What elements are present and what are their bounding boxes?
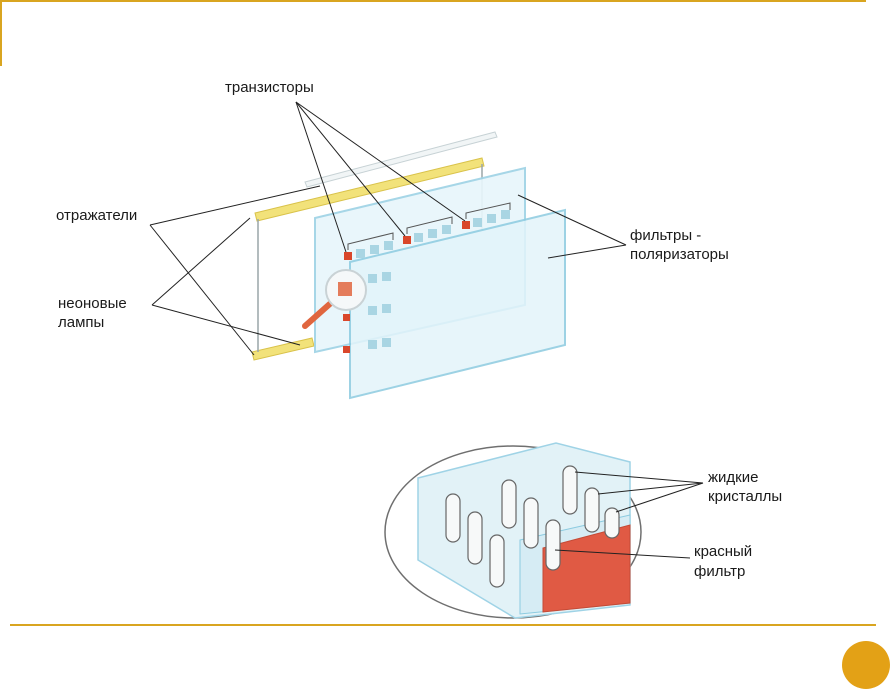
pixel-cell	[414, 233, 423, 242]
pixel-cell	[382, 304, 391, 313]
connector	[347, 232, 394, 250]
leader-lines-transistors	[295, 101, 466, 253]
pixel-cell	[501, 210, 510, 219]
liquid-crystal-capsules	[445, 465, 620, 588]
pixel-cell	[382, 338, 391, 347]
label-red-filter-line2: фильтр	[694, 563, 746, 580]
leader-lines-neon-lamps	[151, 217, 301, 346]
label-neon-lamps-line1: неоновые	[58, 295, 127, 312]
pixel-cell	[473, 218, 482, 227]
top-neon-lamp	[254, 157, 485, 222]
pixel-cell	[368, 274, 377, 283]
connector	[406, 216, 453, 234]
pixel-cell	[428, 229, 437, 238]
label-liquid-crystals-line1: жидкие	[708, 469, 759, 486]
pixel-cell	[368, 306, 377, 315]
transistor	[344, 252, 352, 260]
leader-line-red-filter	[554, 549, 691, 559]
magnifier-icon	[302, 269, 367, 329]
label-polarizers-line1: фильтры -	[630, 227, 702, 244]
red-filter-block	[542, 524, 631, 613]
label-liquid-crystals-line2: кристаллы	[708, 488, 783, 505]
transistor	[343, 346, 350, 353]
transistor	[403, 236, 411, 244]
pixel-cell	[370, 245, 379, 254]
transistor	[343, 314, 350, 321]
corner-circle	[842, 641, 890, 689]
pixel-cell	[442, 225, 451, 234]
transistor	[462, 221, 470, 229]
bottom-neon-lamp	[251, 337, 315, 361]
back-reflector	[304, 131, 498, 188]
label-transistors: транзисторы	[225, 79, 314, 96]
label-neon-lamps-line2: лампы	[58, 314, 105, 331]
top-accent-line	[0, 0, 866, 2]
leader-lines-liquid-crystals	[574, 471, 704, 513]
pixel-cell	[384, 241, 393, 250]
transistor-row	[343, 202, 511, 353]
pixel-cell	[382, 272, 391, 281]
zoom-circle	[384, 442, 642, 619]
pixel-cell	[487, 214, 496, 223]
connector	[465, 202, 511, 219]
label-polarizers-line2: поляризаторы	[630, 246, 729, 263]
pixel-cell	[368, 340, 377, 349]
label-red-filter-line1: красный	[694, 543, 753, 560]
left-accent-line	[0, 0, 2, 66]
bottom-accent-line	[10, 624, 876, 626]
leader-lines-polarizers	[517, 194, 627, 259]
pixel-cell	[356, 249, 365, 258]
leader-lines-reflectors	[149, 185, 321, 356]
label-reflectors: отражатели	[56, 207, 138, 224]
